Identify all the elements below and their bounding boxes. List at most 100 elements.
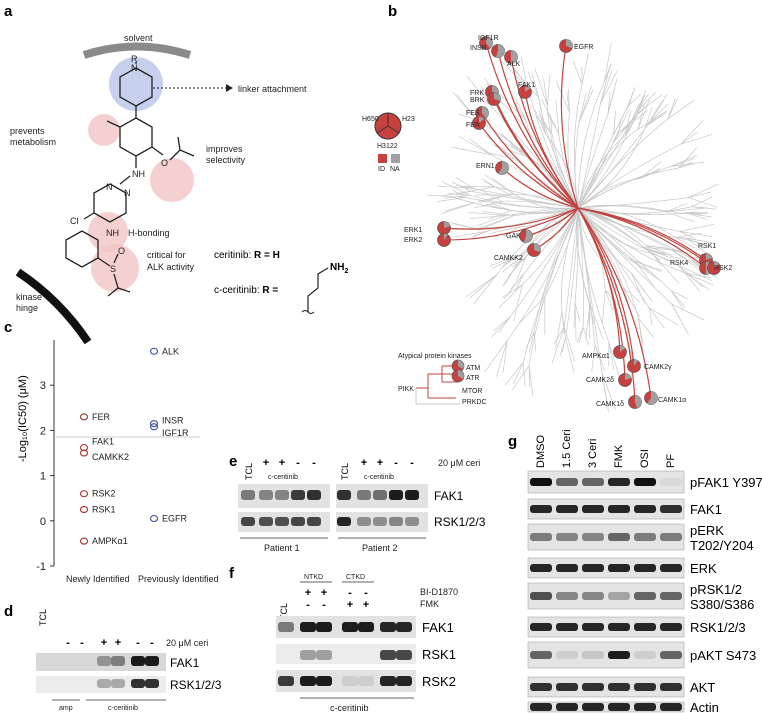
legend-h650: H650: [362, 116, 379, 123]
atm-node: [451, 359, 465, 373]
e-patient-1: Patient 1: [264, 543, 300, 553]
e-blot-rsk-p2: [336, 512, 428, 532]
g-band-5-2: [582, 623, 604, 631]
kinase-label-rsk4: RSK4: [670, 260, 688, 267]
g-lane-2: 3 Ceri: [587, 439, 599, 468]
e-band-fak1-1-2: [373, 490, 387, 500]
f-band-2-2: [316, 676, 332, 686]
kinase-node-erk2: [437, 233, 451, 247]
kinase-node-fer: [472, 116, 486, 130]
legend-na-swatch: [391, 154, 400, 163]
kinase-node-camkk2: [527, 243, 541, 257]
kinase-node-camk2: [627, 359, 641, 373]
panel-g-letter: g: [508, 433, 517, 450]
g-lane-1: 1.5 Ceri: [561, 429, 573, 468]
f-band-1-2: [316, 650, 332, 660]
g-band-label-8: Actin: [690, 700, 719, 713]
kinase-label-erk1: ERK1: [404, 227, 422, 234]
g-band-7-1: [556, 683, 578, 691]
d-footer-cceritinib: c-ceritinib: [108, 705, 138, 712]
f-tcl: TCL: [279, 603, 289, 620]
f-row1-label: BI-D1870: [420, 587, 458, 597]
g-band-3-3: [608, 564, 630, 572]
kinase-label-rsk1: RSK1: [698, 243, 716, 250]
ceritinib-r: R = H: [254, 250, 280, 261]
e-band-rsk-1-4: [405, 517, 419, 526]
g-band-7-3: [608, 683, 630, 691]
g-band-8-3: [608, 703, 630, 711]
c-point-ampk1: [79, 537, 89, 545]
atr-label: ATR: [466, 375, 479, 382]
panel-c-letter: c: [4, 319, 12, 336]
aryl-ring: [119, 117, 153, 157]
f-band-0-6: [396, 622, 412, 632]
g-blot-row-2: [527, 523, 685, 551]
legend-id-label: ID: [378, 166, 385, 173]
c-point-label-camkk2: CAMKK2: [92, 452, 129, 462]
cceritinib-r: R =: [262, 285, 278, 296]
f-band-1-6: [396, 650, 412, 660]
d-band-rsk-4: [131, 679, 145, 688]
kinome-tree-grey: [426, 42, 719, 412]
d-band-fak1-4: [131, 656, 145, 666]
nh-2: NH: [106, 228, 119, 238]
panel-d-letter: d: [4, 603, 13, 620]
kinase-node-brk: [487, 92, 501, 106]
c-point-igf1r: [149, 423, 159, 431]
g-lane-0: DMSO: [535, 435, 547, 468]
kinase-label-camk2: CAMK2δ: [586, 377, 614, 384]
d-sign-5: -: [150, 637, 154, 649]
aminoethyl-chain: [307, 267, 329, 312]
kinase-node-ern1: [495, 161, 509, 175]
g-band-2-2: [582, 533, 604, 541]
d-signs: --++--: [66, 637, 154, 649]
d-sign-0: -: [66, 637, 70, 649]
panel-a-letter: a: [4, 3, 13, 20]
f-bi-sign-1: +: [321, 587, 327, 599]
c-point-rsk1: [79, 505, 89, 514]
kinase-label-fes: FES: [466, 110, 480, 117]
legend-h3122: H3122: [377, 143, 398, 150]
c-point-label-rsk1: RSK1: [92, 505, 116, 515]
g-band-0-1: [556, 478, 578, 486]
g-band-3-5: [660, 564, 682, 572]
f-band-2-5: [380, 676, 396, 686]
g-band-2-3: [608, 533, 630, 541]
svg-text:NH2: NH2: [330, 262, 348, 275]
f-band-fak1: FAK1: [422, 620, 454, 635]
kinase-label-camk2: CAMK2γ: [644, 364, 672, 371]
g-blot-row-5: [527, 616, 685, 638]
kinase-label-alk: ALK: [507, 61, 521, 68]
g-band-4-2: [582, 592, 604, 600]
e-band-fak1-1-4: [405, 490, 419, 500]
pikk-label: PIKK: [398, 386, 414, 393]
kinase-node-camk1: [644, 391, 658, 405]
e-band-fak1-0-4: [307, 490, 321, 500]
f-band-0-1: [300, 622, 316, 632]
f-fmk-sign-3: +: [363, 599, 369, 611]
f-band-0-5: [380, 622, 396, 632]
f-fmk-sign-0: -: [306, 599, 310, 611]
atm-label: ATM: [466, 365, 480, 372]
kinase-label-igf1r: IGF1R: [478, 35, 499, 42]
e-patient-2: Patient 2: [362, 543, 398, 553]
improves-label-2: selectivity: [206, 155, 246, 165]
e-sign-p2-3: -: [410, 457, 414, 469]
c-point-egfr: [149, 514, 159, 523]
g-band-8-5: [660, 703, 682, 711]
g-band-8-4: [634, 703, 656, 711]
f-band-rsk2: RSK2: [422, 674, 456, 689]
g-band-0-0: [530, 478, 552, 486]
e-band-rsk-1-3: [389, 517, 403, 526]
atypical-kinases: Atypical protein kinases PIKK ATM ATR MT…: [398, 353, 487, 406]
c-point-label-ampk1: AMPKα1: [92, 536, 128, 546]
methyl-highlight: [88, 114, 120, 146]
c-ylabel: -Log₁₀(IC50) (μM): [17, 375, 29, 462]
kinase-node-erk1: [437, 221, 451, 235]
g-blot-row-3: [527, 557, 685, 579]
e-band-fak1-0-3: [291, 490, 305, 500]
prkdc-label: PRKDC: [462, 399, 487, 406]
e-band-rsk: RSK1/2/3: [434, 515, 486, 529]
d-sign-1: -: [80, 637, 84, 649]
